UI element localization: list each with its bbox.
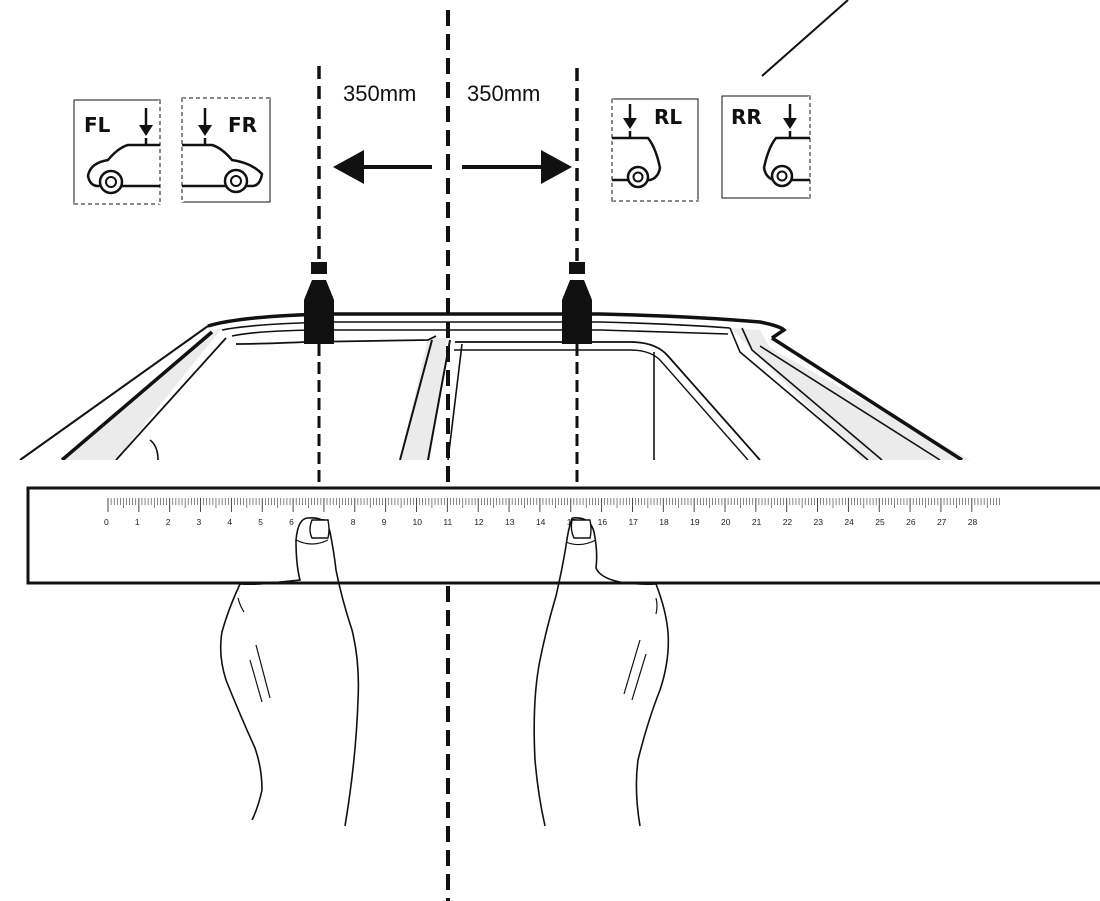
ruler-tick-label: 11 [443, 517, 452, 527]
left-rack-foot [304, 262, 334, 344]
ruler-tick-label: 23 [814, 517, 824, 527]
right-hand [533, 516, 670, 827]
position-icon-fr: FR [180, 96, 271, 203]
ruler-tick-label: 28 [968, 517, 978, 527]
ruler-tick-label: 14 [536, 517, 546, 527]
ruler-tick-label: 22 [783, 517, 793, 527]
ruler-tick-label: 27 [937, 517, 947, 527]
car-front-left-icon [86, 108, 160, 195]
ruler-tick-label: 16 [598, 517, 608, 527]
ruler-tick-label: 19 [690, 517, 700, 527]
position-label-fr: FR [228, 113, 257, 137]
left-hand [219, 516, 360, 827]
position-label-rr: RR [731, 105, 762, 129]
position-label-rl: RL [654, 105, 682, 129]
ruler-tick-label: 9 [382, 517, 387, 527]
right-distance-label: 350mm [467, 81, 540, 106]
car-rear-right-icon [762, 104, 810, 188]
ruler-ticks [107, 498, 1000, 512]
ruler-tick-label: 21 [752, 517, 762, 527]
ruler-tick-label: 8 [351, 517, 356, 527]
ruler-tick-label: 26 [906, 517, 916, 527]
car-front-right-icon [182, 108, 264, 194]
ruler-tick-label: 18 [659, 517, 669, 527]
position-label-fl: FL [84, 113, 111, 137]
position-icon-rl: RL [610, 98, 699, 203]
left-distance-label: 350mm [343, 81, 416, 106]
position-icon-rr: RR [721, 95, 812, 199]
ruler-tick-label: 4 [227, 517, 232, 527]
right-distance-arrow [462, 150, 572, 184]
ruler-tick-label: 24 [844, 517, 854, 527]
ruler-tick-label: 1 [135, 517, 140, 527]
ruler-tick-label: 25 [875, 517, 885, 527]
left-distance-arrow [333, 150, 432, 184]
ruler-tick-labels: 0123456789101112131415161718192021222324… [104, 517, 978, 527]
ruler-tick-label: 17 [628, 517, 638, 527]
ruler-tick-label: 0 [104, 517, 109, 527]
ruler-tick-label: 2 [166, 517, 171, 527]
ruler-tick-label: 20 [721, 517, 731, 527]
measuring-ruler: 0123456789101112131415161718192021222324… [26, 486, 1100, 585]
right-rack-foot [562, 262, 592, 344]
ruler-tick-label: 3 [197, 517, 202, 527]
car-body-outline [19, 312, 970, 462]
ruler-tick-label: 6 [289, 517, 294, 527]
ruler-tick-label: 12 [474, 517, 484, 527]
ruler-tick-label: 5 [258, 517, 263, 527]
ruler-tick-label: 13 [505, 517, 515, 527]
position-icon-fl: FL [73, 99, 162, 206]
car-rear-left-icon [612, 104, 662, 189]
leader-line [761, 0, 849, 77]
ruler-tick-label: 10 [413, 517, 423, 527]
